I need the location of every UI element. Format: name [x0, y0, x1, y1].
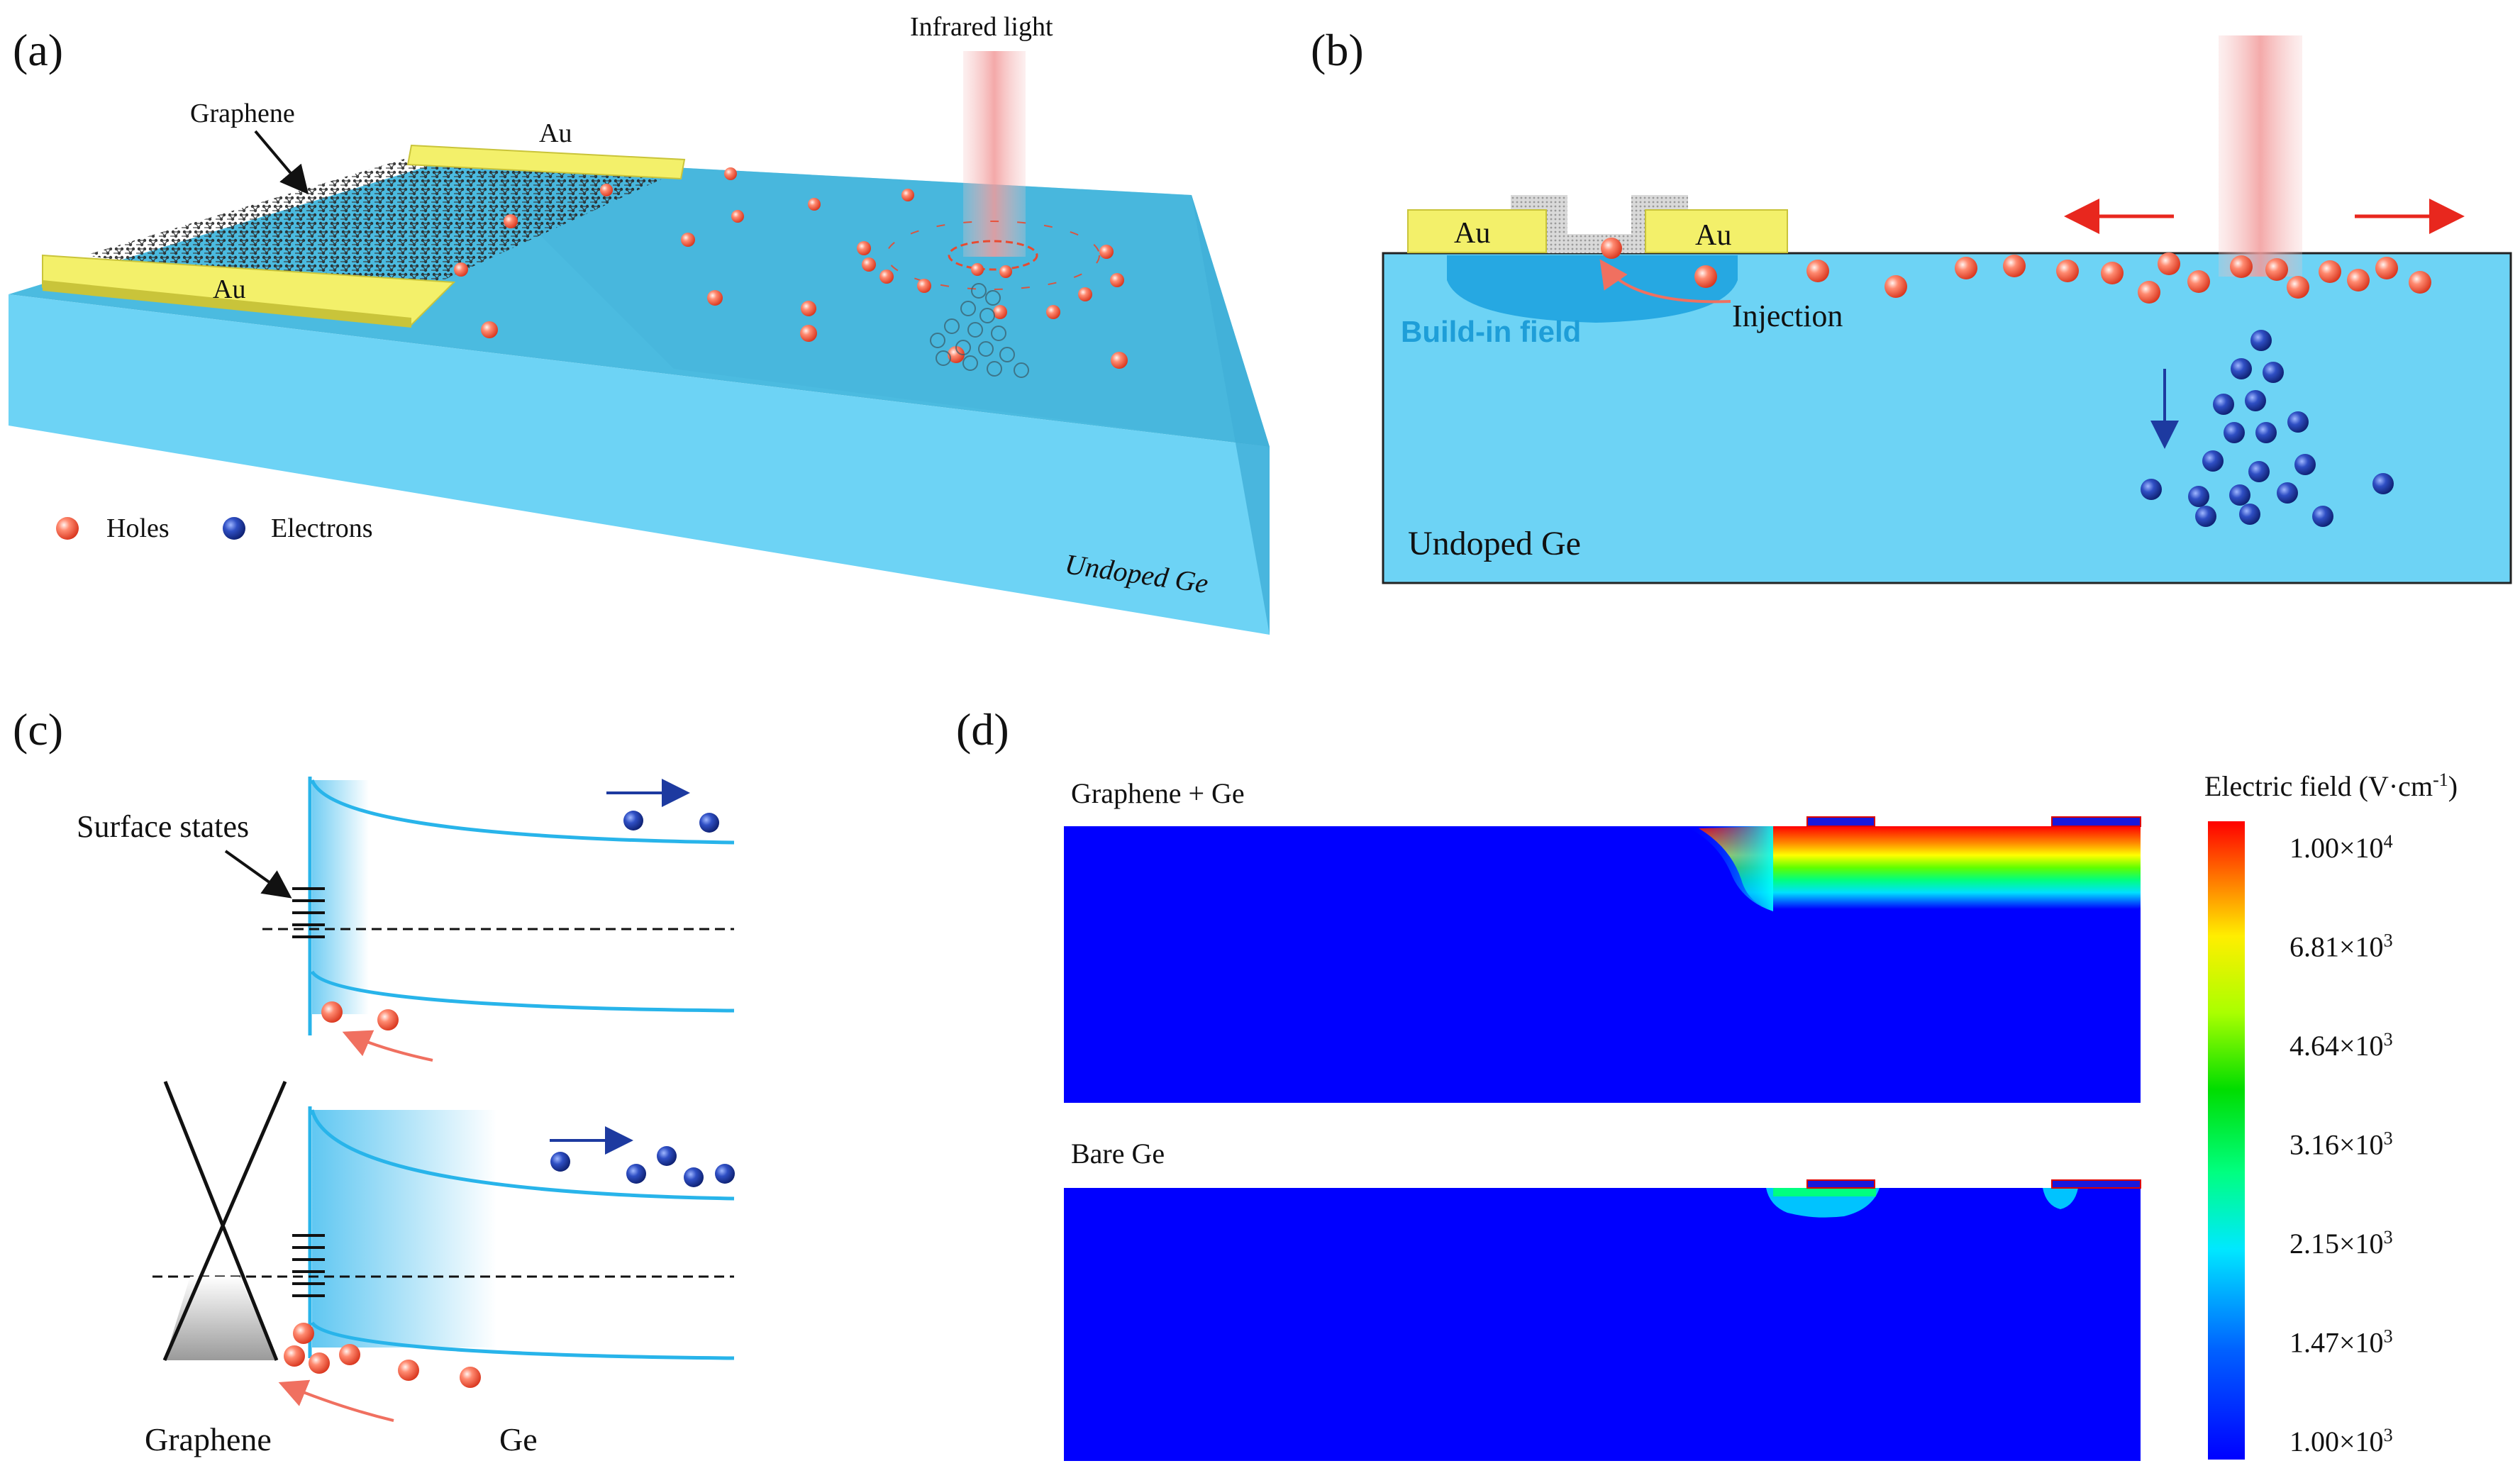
electrode-top-left [1806, 816, 1875, 827]
au-top-label: Au [539, 118, 572, 148]
electron-c1 [623, 811, 643, 830]
electrons-panel-b [2141, 330, 2394, 527]
ge-substrate-front [9, 294, 1270, 635]
panel-d: (d) Graphene + Ge Bare Ge Electric field… [956, 704, 2458, 1461]
holes-panel-c-lower [284, 1323, 481, 1388]
valence-band-upper [310, 970, 735, 1013]
holes-panel-b [1601, 238, 2431, 304]
legend-electron-icon [223, 517, 245, 540]
panel-a-label: (a) [13, 25, 63, 75]
injection-label: Injection [1732, 299, 1843, 333]
electrons-panel-c-lower [550, 1146, 735, 1187]
colorbar-tick-label: 3.16×103 [2289, 1128, 2393, 1161]
band-bending-fill-upper [312, 780, 369, 1014]
hole-arrow-lower [278, 1379, 394, 1422]
field-map-top-edge [1684, 826, 1773, 911]
au-electrode-top [406, 144, 686, 180]
panel-b: (b) Build-in field Au Au Injection [1311, 25, 2512, 584]
au-right-label: Au [1695, 219, 1731, 252]
hole-arrow-upper [342, 1030, 433, 1062]
colorbar-tick-label: 1.00×103 [2289, 1425, 2393, 1458]
graphene-sheet [85, 152, 681, 301]
electrode-bottom-left [1806, 1179, 1875, 1189]
au-block-right [1645, 209, 1788, 253]
map-top-title: Graphene + Ge [1071, 777, 1245, 809]
colorbar-tick-label: 1.47×103 [2289, 1326, 2393, 1359]
build-in-field-label: Build-in field [1401, 315, 1581, 348]
colorbar-tick-label: 6.81×103 [2289, 930, 2393, 963]
dirac-cone-line-2 [162, 1081, 287, 1361]
map-bottom-title: Bare Ge [1071, 1138, 1165, 1169]
panel-d-label: (d) [956, 704, 1009, 755]
colorbar-tick-label: 4.64×103 [2289, 1029, 2393, 1062]
depletion-region [1447, 255, 1738, 323]
electron-c2 [699, 813, 719, 833]
panel-b-label: (b) [1311, 25, 1364, 75]
panel-c-label: (c) [13, 704, 63, 755]
infrared-beam-b [2219, 35, 2302, 277]
colorbar [2208, 821, 2245, 1460]
field-map-bottom-spot-2 [2043, 1188, 2078, 1209]
electron-cloud-ghost [930, 283, 1029, 378]
band-bending-fill-lower [312, 1110, 496, 1348]
infrared-light-label: Infrared light [910, 12, 1053, 42]
surface-states-label: Surface states [77, 809, 249, 844]
conduction-band-lower [310, 1109, 735, 1201]
colorbar-title: Electric field (V·cm-1) [2204, 769, 2458, 803]
electrode-top-right [2051, 816, 2141, 827]
holes-panel-a [454, 167, 1128, 369]
ge-substrate-top-shade [461, 156, 1270, 447]
au-block-left [1407, 209, 1547, 253]
electrode-bottom-right [2051, 1179, 2141, 1189]
graphene-label: Graphene [190, 99, 295, 128]
colorbar-tick-label: 2.15×103 [2289, 1227, 2393, 1260]
graphene-layer-b [1511, 195, 1688, 253]
graphene-c-label: Graphene [145, 1421, 272, 1457]
conduction-band-upper [310, 779, 735, 845]
field-map-top-hotspot [1699, 826, 2141, 909]
surface-states-lower [292, 1234, 325, 1297]
hole-ring [886, 221, 1100, 290]
legend-hole-icon [56, 517, 79, 540]
surface-states-pointer [224, 850, 292, 899]
field-map-bottom-spot-1-core [1773, 1188, 1876, 1196]
ge-c-label: Ge [499, 1421, 538, 1457]
graphene-pointer-arrow [254, 130, 309, 195]
valence-band-lower [310, 1321, 735, 1360]
surface-states-upper [292, 887, 325, 938]
panel-a: (a) Au Au Graphene Infrared light [9, 12, 1270, 635]
dirac-cone-line-1 [163, 1081, 279, 1361]
panel-c: (c) Surface states [13, 704, 735, 1457]
injection-arrow [1599, 259, 1731, 304]
substrate-b-label: Undoped Ge [1408, 525, 1581, 562]
legend-holes-label: Holes [106, 513, 170, 543]
hole-c2 [377, 1009, 399, 1030]
field-map-bottom [1064, 1188, 2141, 1461]
colorbar-tick-label: 1.00×104 [2289, 831, 2393, 865]
au-bottom-label: Au [213, 274, 245, 304]
infrared-beam [963, 51, 1026, 257]
hole-c1 [321, 1001, 343, 1023]
legend-electrons-label: Electrons [271, 513, 373, 543]
au-left-label: Au [1454, 217, 1490, 250]
colorbar-tick-labels: 1.00×104 6.81×103 4.64×103 3.16×103 2.15×103… [2289, 831, 2393, 1458]
au-electrode-bottom-front [43, 280, 411, 328]
